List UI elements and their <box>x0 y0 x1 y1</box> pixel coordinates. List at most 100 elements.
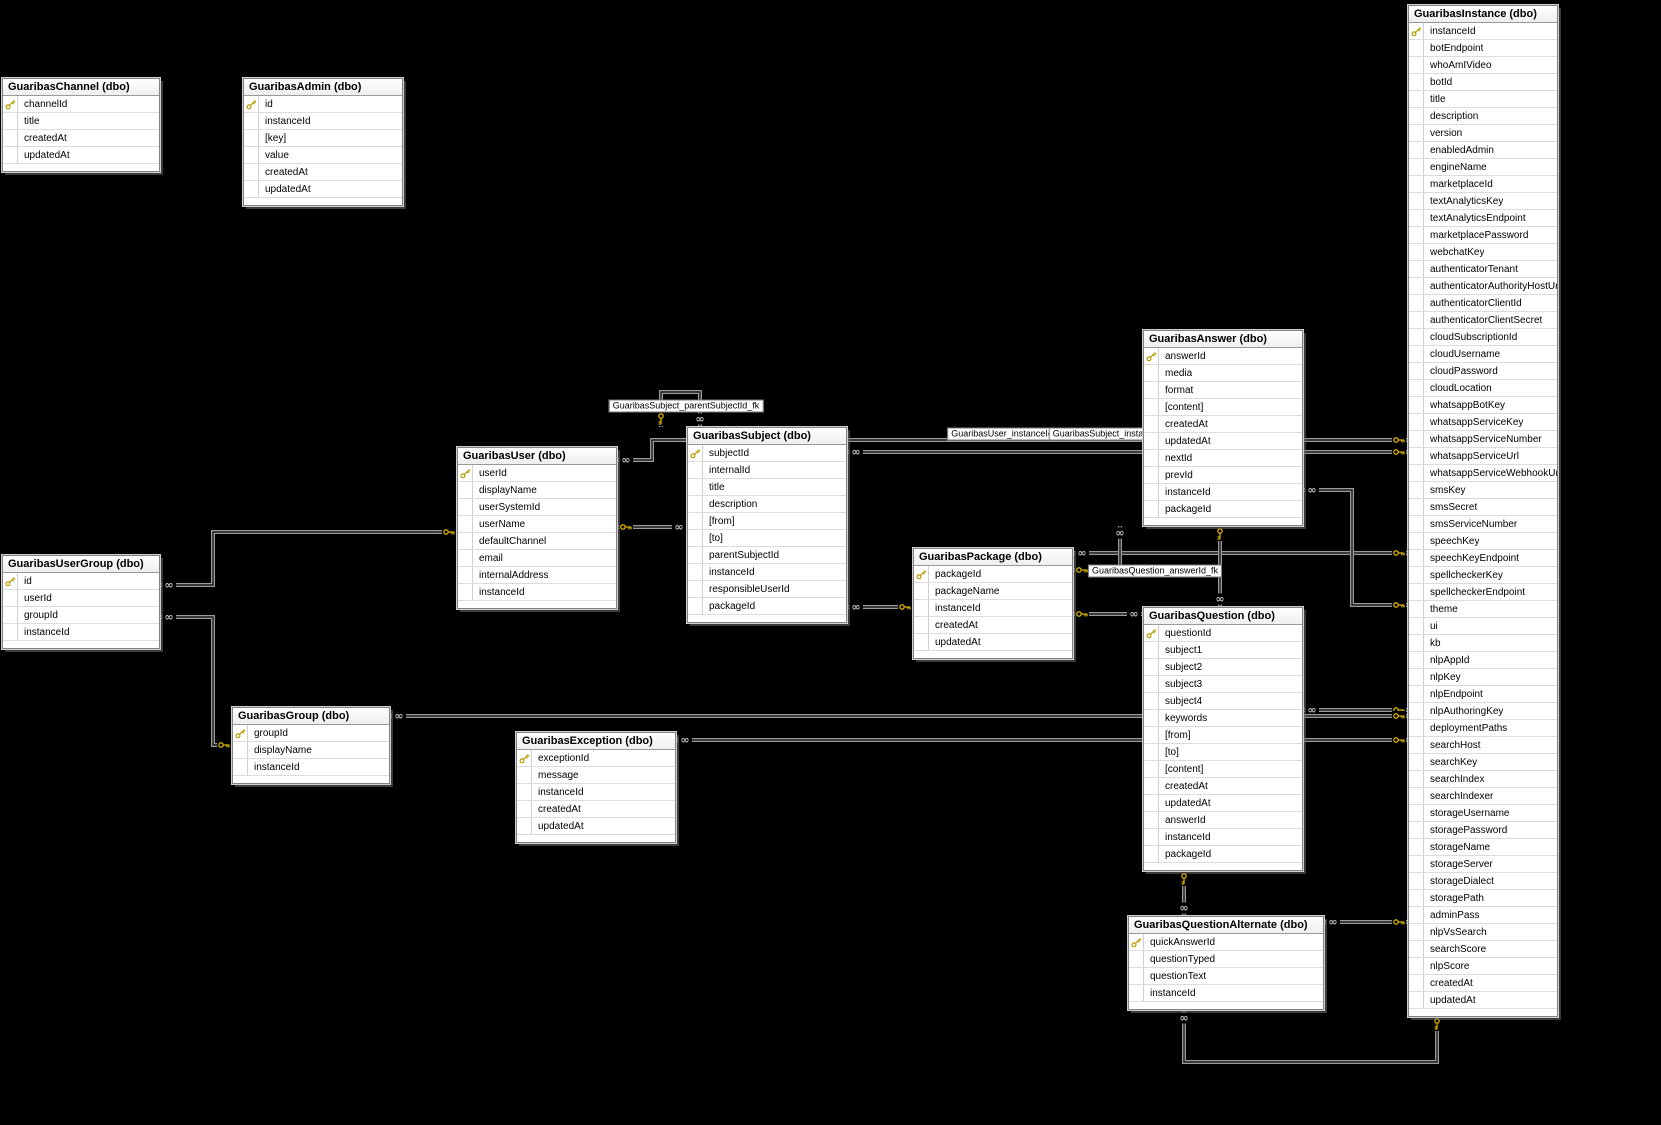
table-row-nlpAppId[interactable]: nlpAppId <box>1409 652 1557 669</box>
relationship-connector-12[interactable]: ∞ <box>1303 484 1408 610</box>
table-row-id[interactable]: id <box>3 573 159 590</box>
table-row-nlpScore[interactable]: nlpScore <box>1409 958 1557 975</box>
table-row-createdAt[interactable]: createdAt <box>1144 416 1302 433</box>
relationship-label-questionAnswer[interactable]: GuaribasQuestion_answerId_fk <box>1087 564 1223 578</box>
table-row-groupId[interactable]: groupId <box>233 725 389 742</box>
table-row-authenticatorClientSecret[interactable]: authenticatorClientSecret <box>1409 312 1557 329</box>
table-title[interactable]: GuaribasInstance (dbo) <box>1409 6 1557 23</box>
table-row-authenticatorAuthorityHostUrl[interactable]: authenticatorAuthorityHostUrl <box>1409 278 1557 295</box>
table-row-whatsappBotKey[interactable]: whatsappBotKey <box>1409 397 1557 414</box>
table-row-smsSecret[interactable]: smsSecret <box>1409 499 1557 516</box>
table-row-botEndpoint[interactable]: botEndpoint <box>1409 40 1557 57</box>
relationship-label-parentSubject[interactable]: GuaribasSubject_parentSubjectId_fk <box>608 399 764 413</box>
table-row-whatsappServiceUrl[interactable]: whatsappServiceUrl <box>1409 448 1557 465</box>
table-row-smsKey[interactable]: smsKey <box>1409 482 1557 499</box>
table-row-instanceId[interactable]: instanceId <box>233 759 389 776</box>
table-row-whatsappServiceKey[interactable]: whatsappServiceKey <box>1409 414 1557 431</box>
table-row-updatedAt[interactable]: updatedAt <box>3 147 159 164</box>
table-row-defaultChannel[interactable]: defaultChannel <box>458 533 616 550</box>
table-row-authenticatorTenant[interactable]: authenticatorTenant <box>1409 261 1557 278</box>
table-row-email[interactable]: email <box>458 550 616 567</box>
table-title[interactable]: GuaribasAnswer (dbo) <box>1144 331 1302 348</box>
table-row-content[interactable]: [content] <box>1144 761 1302 778</box>
table-row-marketplaceId[interactable]: marketplaceId <box>1409 176 1557 193</box>
table-row-authenticatorClientId[interactable]: authenticatorClientId <box>1409 295 1557 312</box>
table-row-to[interactable]: [to] <box>688 530 846 547</box>
table-row-questionTyped[interactable]: questionTyped <box>1129 951 1323 968</box>
table-row-createdAt[interactable]: createdAt <box>1409 975 1557 992</box>
table-row-createdAt[interactable]: createdAt <box>1144 778 1302 795</box>
relationship-connector-13[interactable]: ∞ <box>1303 704 1408 717</box>
table-row-quickAnswerId[interactable]: quickAnswerId <box>1129 934 1323 951</box>
table-row-parentSubjectId[interactable]: parentSubjectId <box>688 547 846 564</box>
table-row-subject4[interactable]: subject4 <box>1144 693 1302 710</box>
relationship-connector-11[interactable]: ∞ <box>1073 608 1143 621</box>
table-row-updatedAt[interactable]: updatedAt <box>244 181 402 198</box>
table-row-ui[interactable]: ui <box>1409 618 1557 635</box>
table-row-cloudUsername[interactable]: cloudUsername <box>1409 346 1557 363</box>
table-row-description[interactable]: description <box>688 496 846 513</box>
table-row-nlpVsSearch[interactable]: nlpVsSearch <box>1409 924 1557 941</box>
table-row-instanceId[interactable]: instanceId <box>3 624 159 641</box>
table-row-instanceId[interactable]: instanceId <box>1409 23 1557 40</box>
table-row-displayName[interactable]: displayName <box>458 482 616 499</box>
table-title[interactable]: GuaribasGroup (dbo) <box>233 708 389 725</box>
table-row-enabledAdmin[interactable]: enabledAdmin <box>1409 142 1557 159</box>
table-row-whatsappServiceWebhookUrl[interactable]: whatsappServiceWebhookUrl <box>1409 465 1557 482</box>
relationship-connector-7[interactable]: ∞ <box>847 601 913 614</box>
relationship-connector-2[interactable]: ∞ <box>160 527 457 592</box>
table-row-botId[interactable]: botId <box>1409 74 1557 91</box>
table-row-version[interactable]: version <box>1409 125 1557 142</box>
table-row-channelId[interactable]: channelId <box>3 96 159 113</box>
table-row-packageId[interactable]: packageId <box>1144 501 1302 518</box>
table-row-storageServer[interactable]: storageServer <box>1409 856 1557 873</box>
table-row-userSystemId[interactable]: userSystemId <box>458 499 616 516</box>
table-row-updatedAt[interactable]: updatedAt <box>914 634 1072 651</box>
table-row-subject2[interactable]: subject2 <box>1144 659 1302 676</box>
table-row-cloudPassword[interactable]: cloudPassword <box>1409 363 1557 380</box>
table-row-storageUsername[interactable]: storageUsername <box>1409 805 1557 822</box>
table-row-internalId[interactable]: internalId <box>688 462 846 479</box>
table-title[interactable]: GuaribasChannel (dbo) <box>3 79 159 96</box>
relationship-connector-17[interactable]: ∞ <box>1324 916 1408 929</box>
table-row-createdAt[interactable]: createdAt <box>3 130 159 147</box>
table-row-instanceId[interactable]: instanceId <box>914 600 1072 617</box>
relationship-label-userInstance[interactable]: GuaribasUser_instanceId_fk <box>947 427 1069 441</box>
table-row-displayName[interactable]: displayName <box>233 742 389 759</box>
table-row-spellcheckerKey[interactable]: spellcheckerKey <box>1409 567 1557 584</box>
table-row-textAnalyticsEndpoint[interactable]: textAnalyticsEndpoint <box>1409 210 1557 227</box>
table-row-whatsappServiceNumber[interactable]: whatsappServiceNumber <box>1409 431 1557 448</box>
table-row-content[interactable]: [content] <box>1144 399 1302 416</box>
table-row-exceptionId[interactable]: exceptionId <box>517 750 675 767</box>
table-row-key[interactable]: [key] <box>244 130 402 147</box>
table-row-value[interactable]: value <box>244 147 402 164</box>
table-row-responsibleUserId[interactable]: responsibleUserId <box>688 581 846 598</box>
table-row-marketplacePassword[interactable]: marketplacePassword <box>1409 227 1557 244</box>
relationship-connector-18[interactable]: ∞ <box>1177 1010 1442 1064</box>
table-row-storageName[interactable]: storageName <box>1409 839 1557 856</box>
table-row-userId[interactable]: userId <box>458 465 616 482</box>
table-row-id[interactable]: id <box>244 96 402 113</box>
table-row-nlpEndpoint[interactable]: nlpEndpoint <box>1409 686 1557 703</box>
relationship-connector-16[interactable]: ∞ <box>1177 871 1191 916</box>
table-row-instanceId[interactable]: instanceId <box>458 584 616 601</box>
table-row-title[interactable]: title <box>1409 91 1557 108</box>
table-row-storageDialect[interactable]: storageDialect <box>1409 873 1557 890</box>
table-title[interactable]: GuaribasPackage (dbo) <box>914 549 1072 566</box>
table-row-instanceId[interactable]: instanceId <box>517 784 675 801</box>
table-row-subject3[interactable]: subject3 <box>1144 676 1302 693</box>
table-row-answerId[interactable]: answerId <box>1144 812 1302 829</box>
table-row-answerId[interactable]: answerId <box>1144 348 1302 365</box>
table-row-title[interactable]: title <box>688 479 846 496</box>
table-row-createdAt[interactable]: createdAt <box>517 801 675 818</box>
table-row-deploymentPaths[interactable]: deploymentPaths <box>1409 720 1557 737</box>
